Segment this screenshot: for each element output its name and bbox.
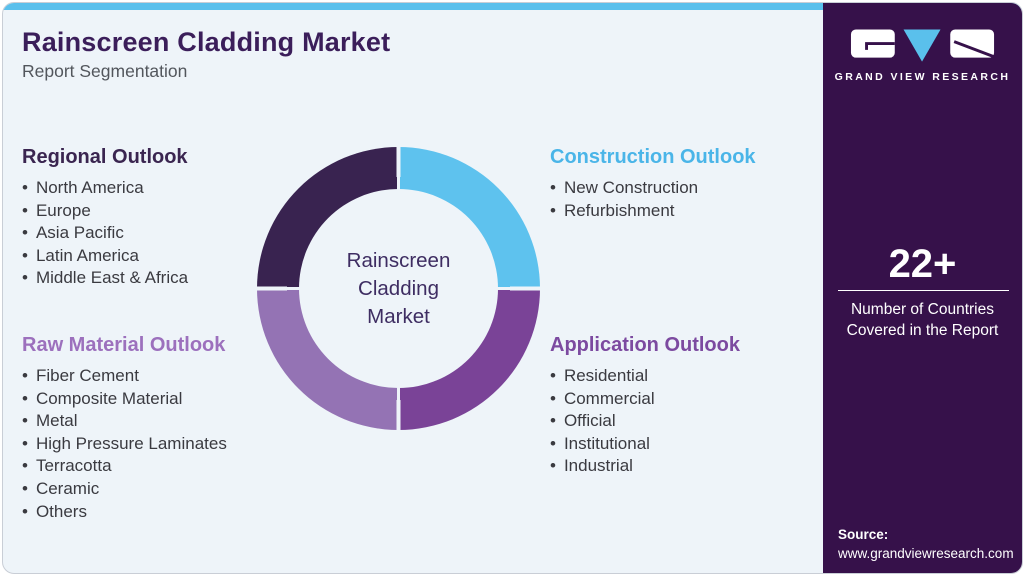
donut-center-label: Rainscreen Cladding Market <box>346 248 451 328</box>
list-item: Industrial <box>550 455 795 478</box>
section-list: Fiber Cement Composite Material Metal Hi… <box>22 365 267 523</box>
logo-letter-r <box>949 29 994 58</box>
stat-value: 22+ <box>888 242 957 286</box>
list-item: Others <box>22 501 267 524</box>
donut-chart: Rainscreen Cladding Market <box>257 147 540 430</box>
list-item: North America <box>22 177 267 200</box>
source-url: www.grandviewresearch.com <box>838 546 1014 561</box>
list-item: New Construction <box>550 177 795 200</box>
section-list: New Construction Refurbishment <box>550 177 795 222</box>
list-item: Fiber Cement <box>22 365 267 388</box>
stat-divider <box>838 290 1009 291</box>
sidebar: GRAND VIEW RESEARCH 22+ Number of Countr… <box>823 3 1022 573</box>
list-item: Latin America <box>22 245 267 268</box>
page-subtitle: Report Segmentation <box>22 61 188 81</box>
source-block: Source: www.grandviewresearch.com <box>838 525 1014 563</box>
list-item: Composite Material <box>22 388 267 411</box>
section-title: Regional Outlook <box>22 146 188 168</box>
list-item: Institutional <box>550 433 795 456</box>
list-item: Ceramic <box>22 478 267 501</box>
list-item: Middle East & Africa <box>22 267 267 290</box>
logo-letter-v <box>903 29 941 62</box>
section-title: Application Outlook <box>550 334 740 356</box>
list-item: Terracotta <box>22 455 267 478</box>
section-list: Residential Commercial Official Institut… <box>550 365 795 478</box>
list-item: Metal <box>22 410 267 433</box>
stat-caption: Number of Countries Covered in the Repor… <box>846 301 999 339</box>
list-item: Commercial <box>550 388 795 411</box>
section-construction-outlook: Construction Outlook New Construction Re… <box>550 146 795 222</box>
source-label: Source: <box>838 527 889 542</box>
section-raw-material-outlook: Raw Material Outlook Fiber Cement Compos… <box>22 334 267 523</box>
list-item: Official <box>550 410 795 433</box>
section-title: Raw Material Outlook <box>22 334 226 356</box>
page-title: Rainscreen Cladding Market <box>22 27 391 57</box>
brand-logo: GRAND VIEW RESEARCH <box>823 28 1022 83</box>
section-application-outlook: Application Outlook Residential Commerci… <box>550 334 795 478</box>
countries-stat: 22+ Number of Countries Covered in the R… <box>823 243 1022 341</box>
list-item: High Pressure Laminates <box>22 433 267 456</box>
donut-hole: Rainscreen Cladding Market <box>299 189 498 388</box>
list-item: Europe <box>22 200 267 223</box>
top-accent-bar <box>3 3 1022 10</box>
brand-name: GRAND VIEW RESEARCH <box>834 71 1011 83</box>
section-regional-outlook: Regional Outlook North America Europe As… <box>22 146 267 290</box>
list-item: Asia Pacific <box>22 222 267 245</box>
list-item: Residential <box>550 365 795 388</box>
list-item: Refurbishment <box>550 200 795 223</box>
section-list: North America Europe Asia Pacific Latin … <box>22 177 267 290</box>
gvr-logo-icon <box>850 29 995 62</box>
section-title: Construction Outlook <box>550 146 756 168</box>
